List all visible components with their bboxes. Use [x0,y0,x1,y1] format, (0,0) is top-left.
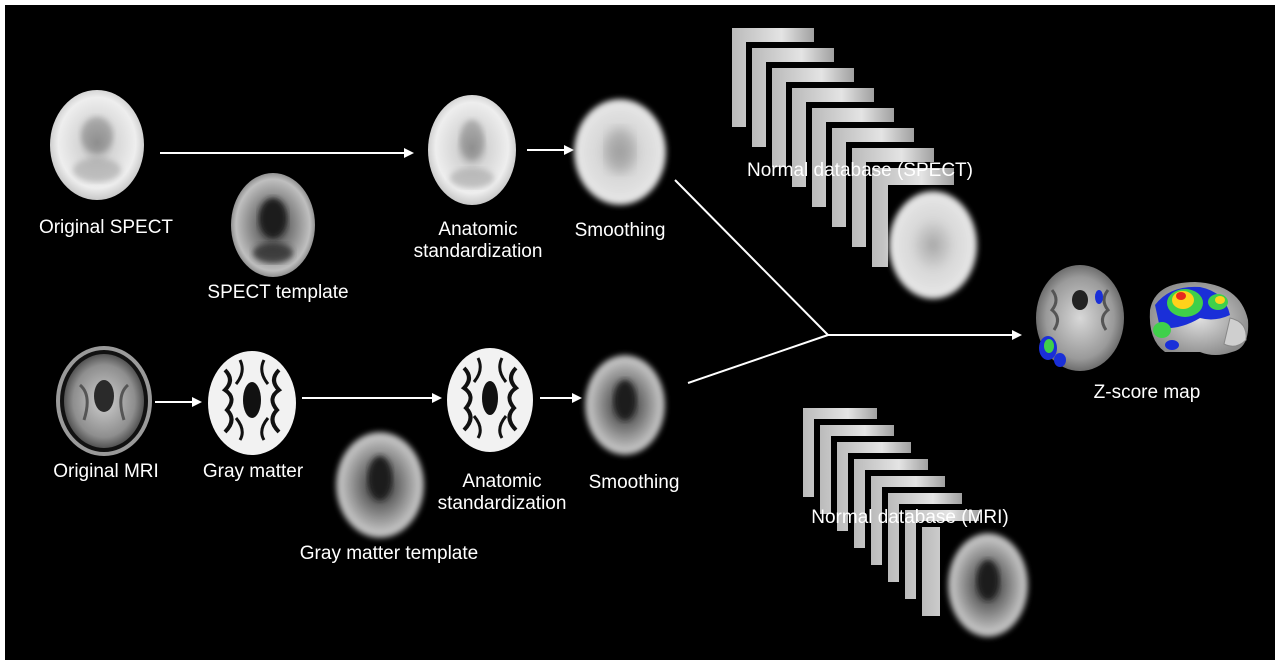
label-gray-matter-template: Gray matter template [299,543,479,564]
label-anatomic-spect-line2: standardization [413,241,543,262]
zscore-axial-image [1036,265,1124,371]
normal-database-spect-stack [726,22,988,305]
label-smoothing-mri: Smoothing [588,472,680,493]
gray-matter-template-image [336,432,424,538]
label-original-spect: Original SPECT [38,217,174,238]
label-anatomic-mri-line2: standardization [437,493,567,514]
label-anatomic-mri-line1: Anatomic [462,471,542,492]
label-smoothing-spect: Smoothing [574,220,666,241]
original-spect-image [50,90,144,200]
original-mri-image [56,346,152,456]
label-spect-template: SPECT template [207,282,349,303]
merge-line-spect [674,179,829,336]
label-zscore-map: Z-score map [1093,382,1201,403]
label-anatomic-spect-line1: Anatomic [438,219,518,240]
label-normal-database-mri: Normal database (MRI) [811,507,1009,528]
smoothed-mri-image [585,355,665,455]
normal-database-mri-stack [797,402,1036,647]
smoothed-spect-image [574,99,666,205]
merge-line-mri [687,334,829,384]
spect-template-image [231,173,315,277]
label-gray-matter: Gray matter [202,461,304,482]
gray-matter-image [208,351,296,455]
label-original-mri: Original MRI [53,461,159,482]
anatomic-spect-image [428,95,516,205]
anatomic-mri-image [447,348,533,452]
label-normal-database-spect: Normal database (SPECT) [747,160,973,181]
zscore-sagittal-image [1149,282,1249,355]
